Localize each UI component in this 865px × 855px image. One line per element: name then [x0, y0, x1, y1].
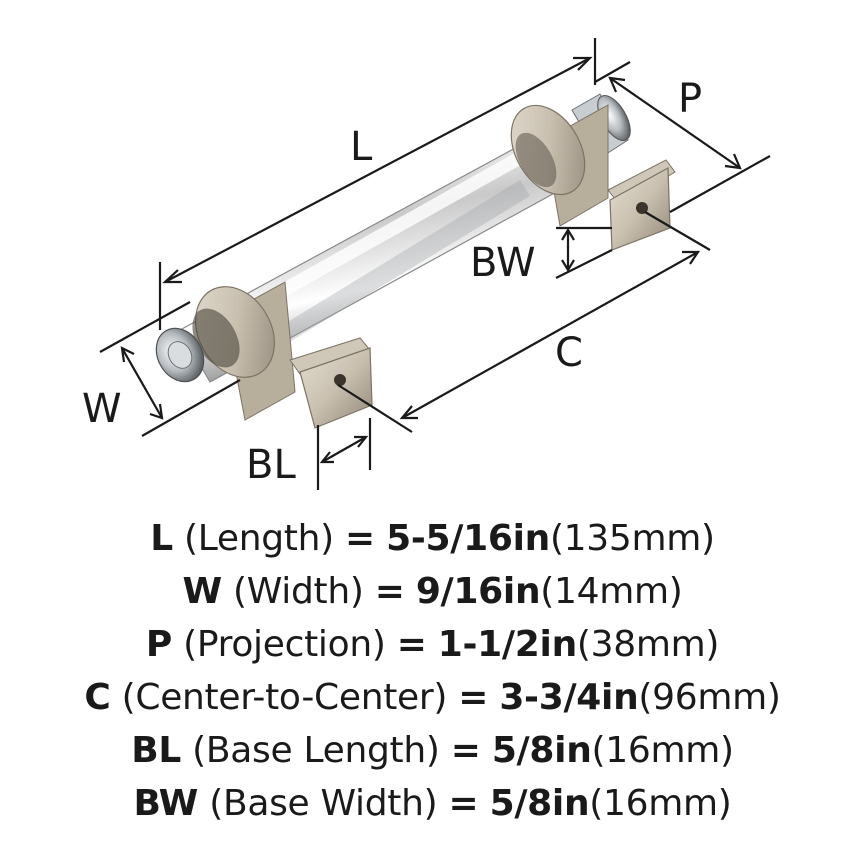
label-p: P	[678, 76, 702, 122]
dimension-center-to-center: C	[337, 211, 711, 433]
spec-equals: =	[345, 518, 375, 559]
spec-name: (Base Width)	[209, 783, 438, 824]
spec-metric: (135mm)	[549, 518, 715, 559]
spec-name: (Projection)	[183, 624, 386, 665]
spec-abbr: L	[150, 518, 173, 559]
spec-equals: =	[448, 783, 479, 824]
spec-equals: =	[396, 624, 427, 665]
spec-name: (Length)	[184, 518, 334, 559]
spec-imperial: 1-1/2in	[437, 624, 577, 665]
spec-imperial: 3-3/4in	[499, 677, 639, 718]
left-post	[192, 281, 373, 429]
label-w: W	[82, 386, 122, 432]
dimension-projection: P	[594, 61, 771, 213]
spec-imperial: 9/16in	[415, 571, 541, 612]
dimension-width: W	[82, 301, 241, 437]
spec-equals: =	[458, 677, 489, 718]
pull-handle-drawing: L P BW W BL	[82, 38, 771, 490]
spec-row-base-width: BW (Base Width) = 5/8in(16mm)	[0, 777, 865, 830]
spec-row-width: W (Width) = 9/16in(14mm)	[0, 565, 865, 618]
spec-abbr: C	[84, 677, 111, 718]
spec-metric: (14mm)	[540, 571, 683, 612]
label-l: L	[350, 124, 373, 170]
label-bw: BW	[470, 240, 536, 286]
label-c: C	[555, 330, 583, 376]
left-end-cap	[155, 327, 205, 383]
spec-imperial: 5-5/16in	[386, 518, 550, 559]
right-post	[510, 104, 676, 251]
spec-row-projection: P (Projection) = 1-1/2in(38mm)	[0, 618, 865, 671]
spec-equals: =	[450, 730, 481, 771]
spec-abbr: BW	[133, 783, 199, 824]
spec-equals: =	[374, 571, 405, 612]
spec-abbr: P	[145, 624, 172, 665]
specification-list: L (Length) = 5-5/16in(135mm) W (Width) =…	[0, 512, 865, 830]
label-bl: BL	[246, 442, 296, 488]
spec-name: (Width)	[233, 571, 364, 612]
spec-abbr: W	[182, 571, 222, 612]
spec-metric: (16mm)	[589, 783, 732, 824]
spec-row-center-to-center: C (Center-to-Center) = 3-3/4in(96mm)	[0, 671, 865, 724]
spec-row-length: L (Length) = 5-5/16in(135mm)	[0, 512, 865, 565]
spec-imperial: 5/8in	[491, 730, 592, 771]
spec-row-base-length: BL (Base Length) = 5/8in(16mm)	[0, 724, 865, 777]
spec-abbr: BL	[131, 730, 181, 771]
spec-name: (Base Length)	[192, 730, 440, 771]
dimension-base-width: BW	[470, 226, 613, 286]
spec-imperial: 5/8in	[489, 783, 590, 824]
spec-name: (Center-to-Center)	[121, 677, 448, 718]
spec-metric: (16mm)	[591, 730, 735, 771]
dimension-length: L	[158, 38, 597, 330]
spec-metric: (96mm)	[638, 677, 781, 718]
spec-metric: (38mm)	[576, 624, 720, 665]
dimension-base-length: BL	[246, 418, 372, 490]
